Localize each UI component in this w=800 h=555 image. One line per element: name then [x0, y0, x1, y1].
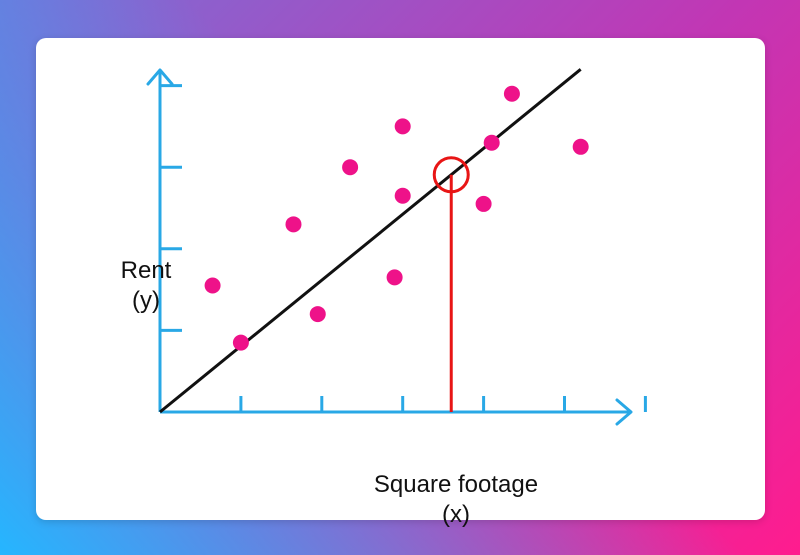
data-point: [342, 159, 359, 176]
data-point: [475, 195, 492, 212]
y-axis-arrow: [146, 68, 174, 86]
scatter-chart: [146, 68, 647, 426]
data-point: [204, 277, 221, 294]
x-axis-arrow: [615, 398, 633, 426]
x-axis-label: Square footage (x): [373, 471, 539, 528]
data-point: [483, 134, 500, 151]
data-point: [309, 306, 326, 323]
chart-card: Rent (y) Square footage (x): [36, 38, 765, 528]
y-axis-label: Rent (y): [120, 257, 172, 314]
data-point: [572, 138, 589, 155]
regression-line: [159, 68, 582, 414]
data-point: [285, 216, 302, 233]
prediction-marker: [432, 156, 470, 194]
data-point: [386, 269, 403, 286]
data-point: [394, 118, 411, 135]
data-point: [232, 334, 249, 351]
data-point: [394, 187, 411, 204]
data-point: [503, 85, 520, 102]
